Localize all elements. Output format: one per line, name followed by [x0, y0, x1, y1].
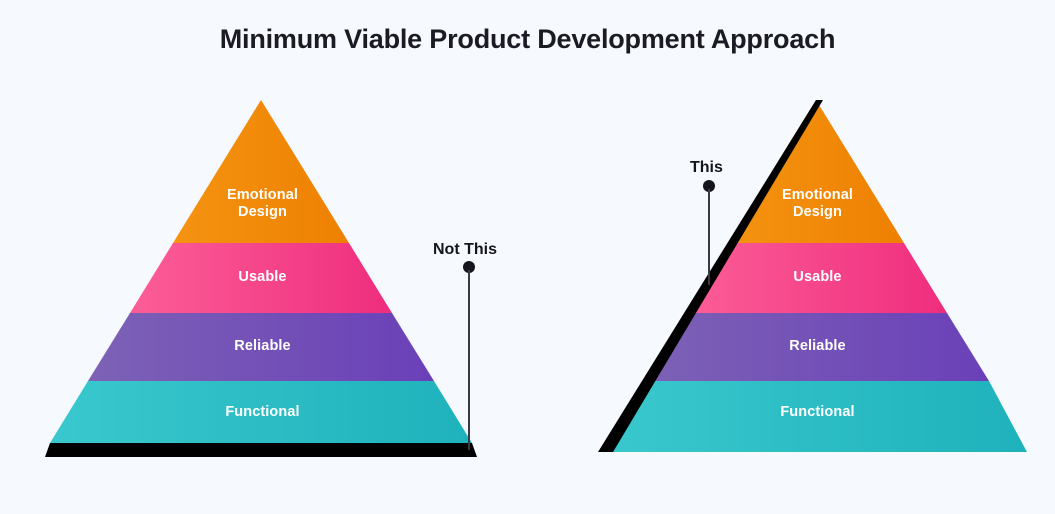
layer-emotional-design — [173, 100, 349, 243]
layer-functional — [605, 381, 1027, 452]
layer-functional — [50, 381, 472, 443]
layer-usable — [685, 243, 947, 313]
emphasis-bottom-base — [45, 443, 477, 457]
layer-reliable — [88, 313, 434, 381]
this-pyramid-graphic — [598, 100, 1027, 452]
not-this-callout-leader-line — [468, 270, 470, 450]
this-callout-dot — [703, 180, 715, 192]
not-this-pyramid: Emotional Design Usable Reliable Functio… — [40, 95, 485, 460]
layer-usable — [130, 243, 392, 313]
this-callout-label: This — [690, 159, 723, 176]
emphasis-left-edge — [598, 100, 823, 452]
not-this-callout-dot — [463, 261, 475, 273]
layer-reliable — [643, 313, 989, 381]
this-callout-leader-line — [708, 189, 710, 285]
layer-emotional-design — [728, 100, 904, 243]
page-title: Minimum Viable Product Development Appro… — [219, 24, 836, 54]
not-this-pyramid-graphic — [45, 100, 477, 457]
this-pyramid: Emotional Design Usable Reliable Functio… — [590, 95, 1045, 460]
not-this-callout-label: Not This — [433, 241, 497, 258]
